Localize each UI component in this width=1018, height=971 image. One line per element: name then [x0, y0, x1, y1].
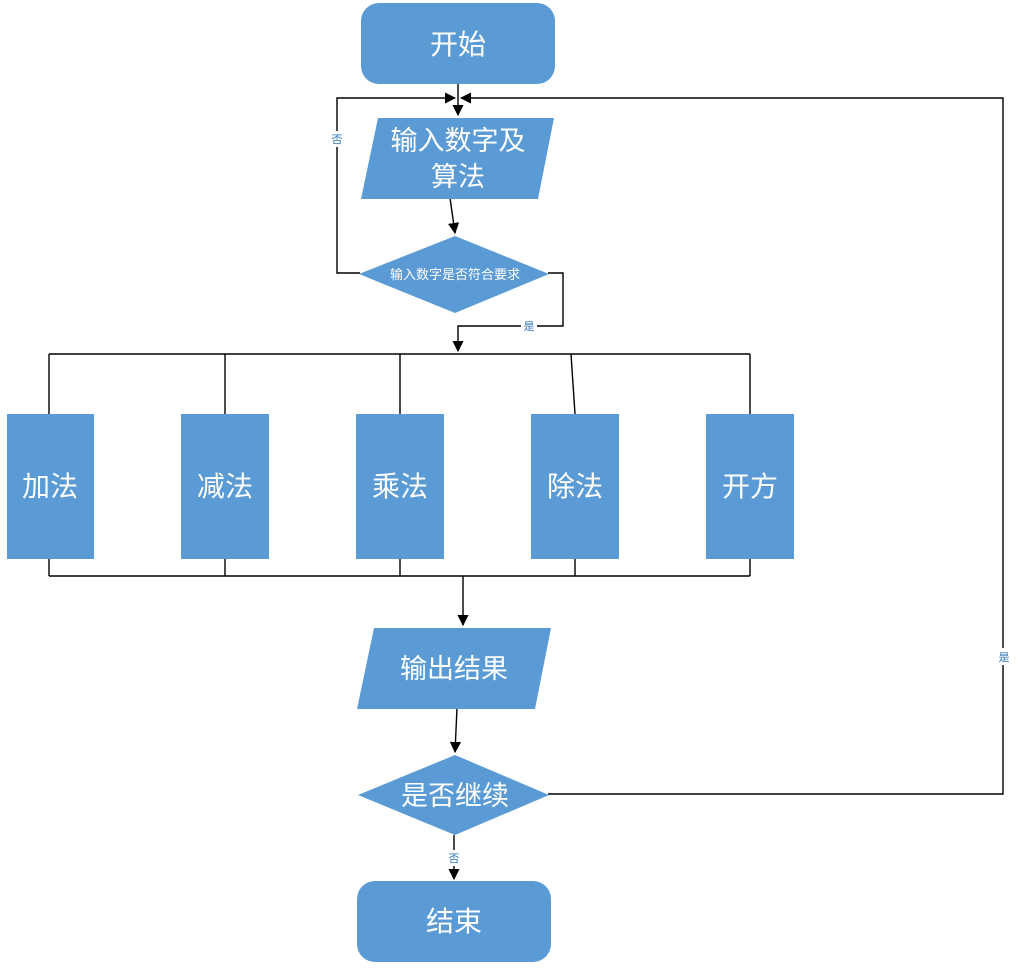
continue-label: 是否继续: [401, 781, 509, 812]
subtract-node: [181, 414, 269, 559]
input-label-line1: 输入数字及: [391, 126, 526, 157]
end-label: 结束: [426, 905, 482, 938]
start-node: [361, 3, 555, 84]
divide-label: 除法: [547, 470, 603, 503]
divide-node: [531, 414, 619, 559]
end-node: [357, 881, 551, 962]
multiply-node: [356, 414, 444, 559]
edge-output-to-continue: [449, 707, 462, 754]
sqrt-label: 开方: [722, 470, 778, 503]
edge-label-continue-yes: 是: [999, 651, 1010, 664]
edge-continue-yes-loop: [459, 92, 1004, 795]
check-input-label: 输入数字是否符合要求: [390, 267, 520, 283]
start-label: 开始: [430, 28, 486, 61]
add-node: [7, 414, 94, 559]
output-node: [357, 628, 551, 709]
check-input-node: [359, 236, 549, 313]
input-node: [361, 118, 554, 199]
edge-input-to-check: [448, 197, 460, 235]
subtract-label: 减法: [197, 470, 253, 503]
add-label: 加法: [22, 470, 78, 503]
sqrt-node: [706, 414, 794, 559]
edge-label-continue-no: 否: [449, 852, 460, 865]
multiply-label: 乘法: [372, 470, 428, 503]
branch-drop-divide: [570, 353, 576, 415]
edge-check-no-loop: [336, 92, 457, 274]
continue-node: [358, 755, 549, 835]
edge-label-check-no: 否: [332, 133, 343, 146]
edge-label-check-yes: 是: [524, 320, 535, 333]
input-label-line2: 算法: [431, 162, 485, 193]
edge-check-yes: [452, 272, 564, 353]
output-label: 输出结果: [400, 654, 508, 685]
